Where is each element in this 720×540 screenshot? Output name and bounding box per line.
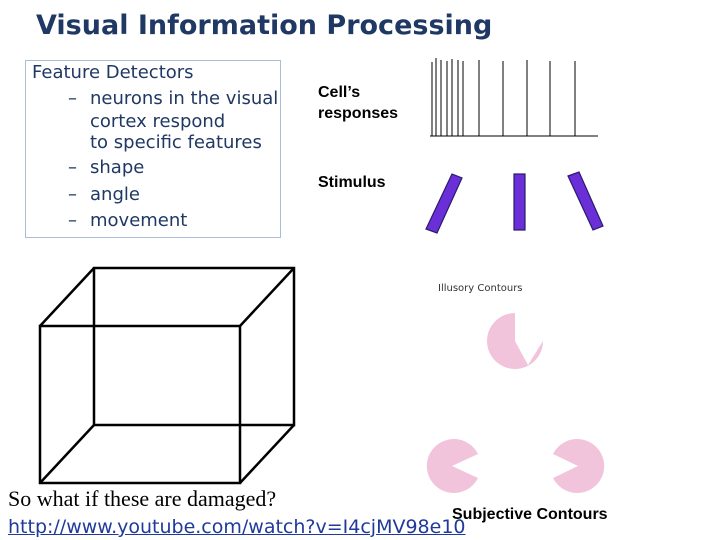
bullet-dash: – bbox=[68, 157, 77, 178]
bullet-text: movement bbox=[90, 210, 188, 231]
bullet-shape: –shape bbox=[68, 157, 144, 178]
pacman-bottom-left bbox=[426, 439, 478, 493]
stimulus-bars bbox=[425, 171, 604, 234]
cell-responses-text: Cell’s responses bbox=[318, 84, 399, 122]
pacman-bottom-right bbox=[553, 438, 605, 493]
damage-question: So what if these are damaged? bbox=[8, 486, 277, 511]
cube-edge bbox=[239, 267, 295, 327]
illusory-contours-label: Illusory Contours bbox=[438, 283, 523, 294]
cube-edge bbox=[39, 267, 95, 327]
bullet-dash: – bbox=[68, 210, 77, 231]
stimulus-bar-tilted-left bbox=[567, 171, 604, 231]
bullet-dash: – bbox=[68, 88, 77, 109]
bullet-neurons-line-3: to specific features bbox=[90, 132, 262, 153]
cube-edge bbox=[39, 424, 95, 484]
cube-edge bbox=[239, 424, 295, 484]
youtube-link[interactable]: http://www.youtube.com/watch?v=I4cjMV98e… bbox=[8, 516, 466, 538]
cell-responses-label: Cell’s responses bbox=[318, 82, 418, 124]
bullet-text: angle bbox=[90, 184, 140, 205]
stimulus-bar-tilted-right bbox=[425, 173, 463, 234]
pacman-top bbox=[487, 313, 543, 369]
slide-title: Visual Information Processing bbox=[36, 10, 493, 41]
bullet-text: neurons in the visual bbox=[90, 88, 279, 109]
cube-front-face bbox=[38, 324, 242, 485]
cell-responses-spikes bbox=[430, 58, 598, 137]
subjective-contours-label: Subjective Contours bbox=[452, 506, 608, 523]
illusory-contours-figure bbox=[426, 313, 605, 493]
stimulus-bar-vertical bbox=[513, 173, 526, 231]
feature-detectors-heading: Feature Detectors bbox=[32, 62, 194, 83]
stimulus-label: Stimulus bbox=[318, 174, 386, 191]
cube-back-face bbox=[92, 266, 296, 427]
bullet-dash: – bbox=[68, 184, 77, 205]
bullet-neurons: –neurons in the visual bbox=[68, 88, 278, 109]
bullet-text: shape bbox=[90, 157, 145, 178]
feature-detectors-box bbox=[25, 60, 281, 238]
bullet-movement: –movement bbox=[68, 210, 187, 231]
necker-cube bbox=[38, 266, 296, 485]
bullet-angle: –angle bbox=[68, 184, 140, 205]
bullet-neurons-line-2: cortex respond bbox=[90, 111, 226, 132]
